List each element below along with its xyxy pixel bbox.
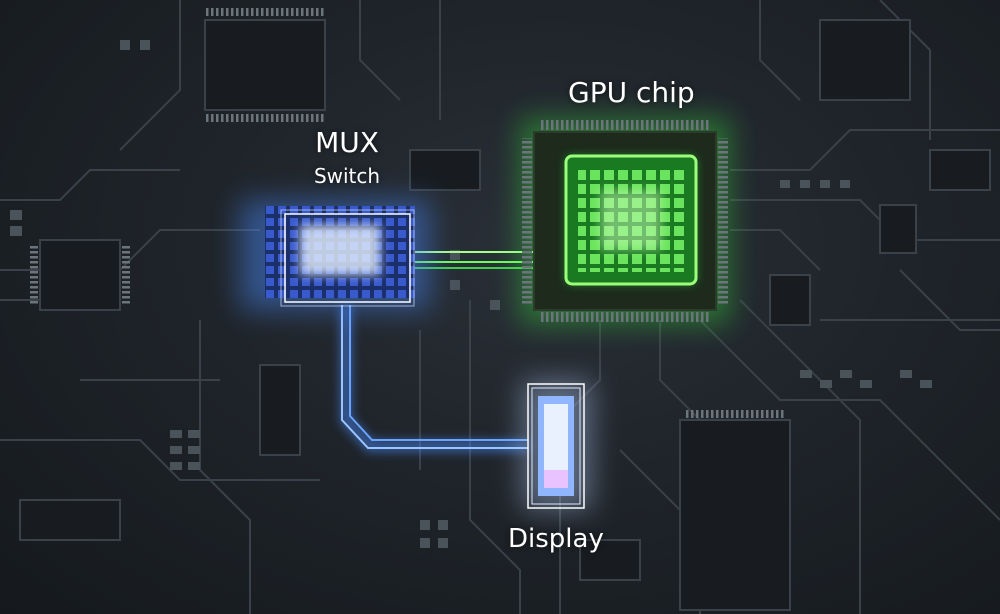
background-components [19, 8, 991, 611]
mux-switch-label: Switch [313, 164, 381, 188]
mux-switch [240, 200, 430, 310]
mux-to-gpu-link [415, 251, 540, 269]
mux-to-display-link [340, 305, 528, 452]
gpu-chip [520, 118, 730, 324]
display-label: Display [508, 524, 604, 554]
display-panel [522, 380, 592, 510]
solder-pads [10, 40, 932, 548]
gpu-chip-label: GPU chip [568, 76, 695, 109]
mux-label: MUX [315, 126, 379, 159]
